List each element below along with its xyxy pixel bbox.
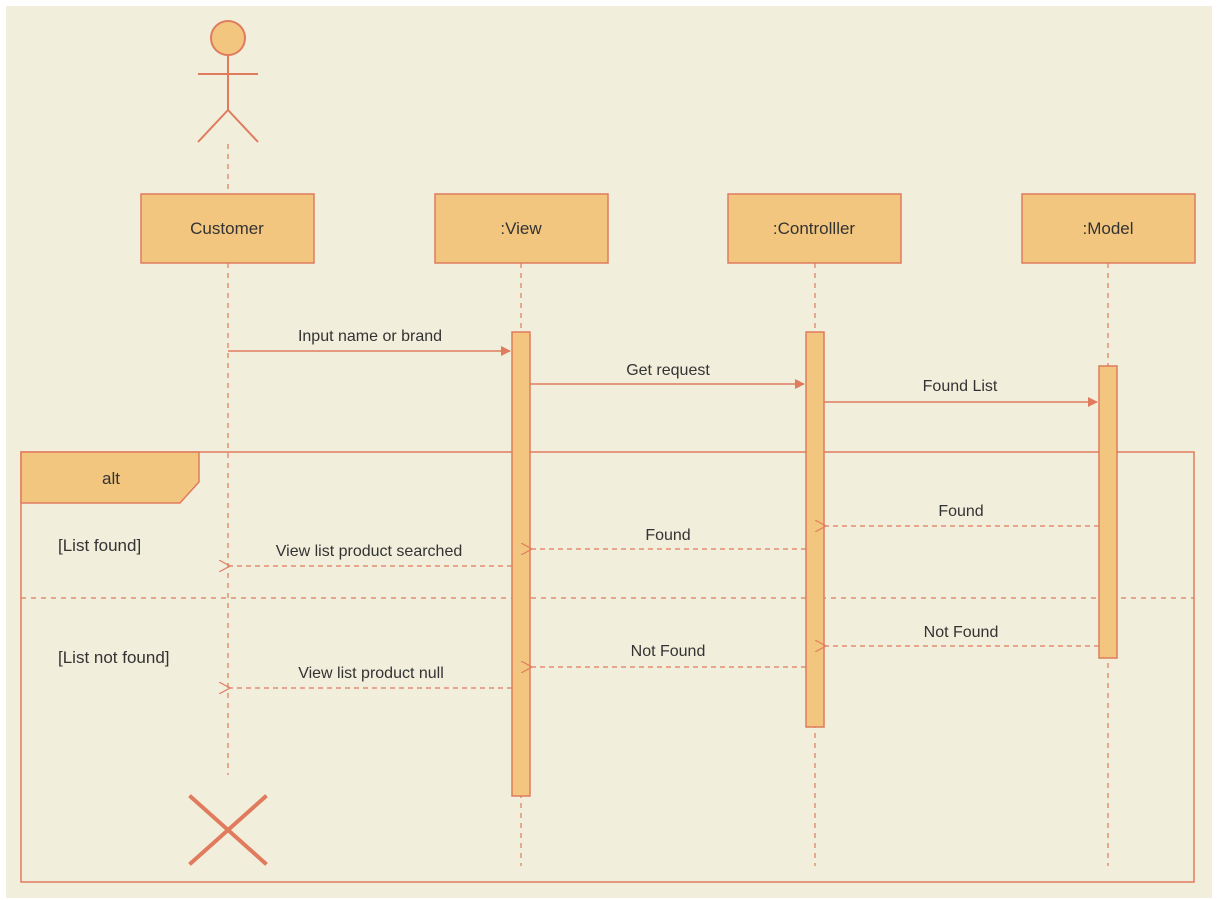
participant-controller-label: :Controlller [773, 219, 856, 238]
participant-view: :View [434, 193, 609, 264]
return-found-controller-label: Found [645, 527, 690, 544]
return-found-model-to-controller: Found [826, 503, 1099, 526]
return-found-model-label: Found [938, 503, 983, 520]
message-found-list: Found List [824, 378, 1098, 407]
return-not-found-controller-to-view: Not Found [532, 643, 806, 667]
activation-controller [805, 331, 825, 728]
participant-customer: Customer [140, 193, 315, 264]
guard-list-not-found: [List not found] [58, 648, 170, 667]
return-view-list-product-searched-label: View list product searched [276, 543, 462, 560]
activation-view [511, 331, 531, 797]
return-found-controller-to-view: Found [532, 527, 806, 549]
activation-model [1098, 365, 1118, 659]
message-found-list-label: Found List [923, 378, 998, 395]
participant-model-label: :Model [1082, 219, 1133, 238]
return-view-list-product-null-label: View list product null [298, 665, 444, 682]
alt-fragment: alt [List found] [List not found] [20, 451, 1195, 883]
alt-operator-label: alt [102, 469, 120, 488]
return-not-found-controller-label: Not Found [631, 643, 706, 660]
return-not-found-model-to-controller: Not Found [826, 624, 1099, 646]
participant-view-label: :View [500, 219, 542, 238]
message-get-request-label: Get request [626, 362, 710, 379]
guard-list-found: [List found] [58, 536, 141, 555]
message-get-request: Get request [530, 362, 805, 389]
return-view-list-product-null: View list product null [230, 665, 512, 688]
participant-model: :Model [1021, 193, 1196, 264]
stick-figure-icon [197, 20, 259, 143]
participant-controller: :Controlller [727, 193, 902, 264]
destroy-x-icon [188, 794, 268, 866]
return-not-found-model-label: Not Found [924, 624, 999, 641]
message-input-name-or-brand: Input name or brand [228, 328, 511, 356]
alt-fragment-tab [20, 451, 200, 504]
message-input-name-or-brand-label: Input name or brand [298, 328, 442, 345]
participant-customer-label: Customer [190, 219, 264, 238]
return-view-list-product-searched: View list product searched [230, 543, 512, 566]
